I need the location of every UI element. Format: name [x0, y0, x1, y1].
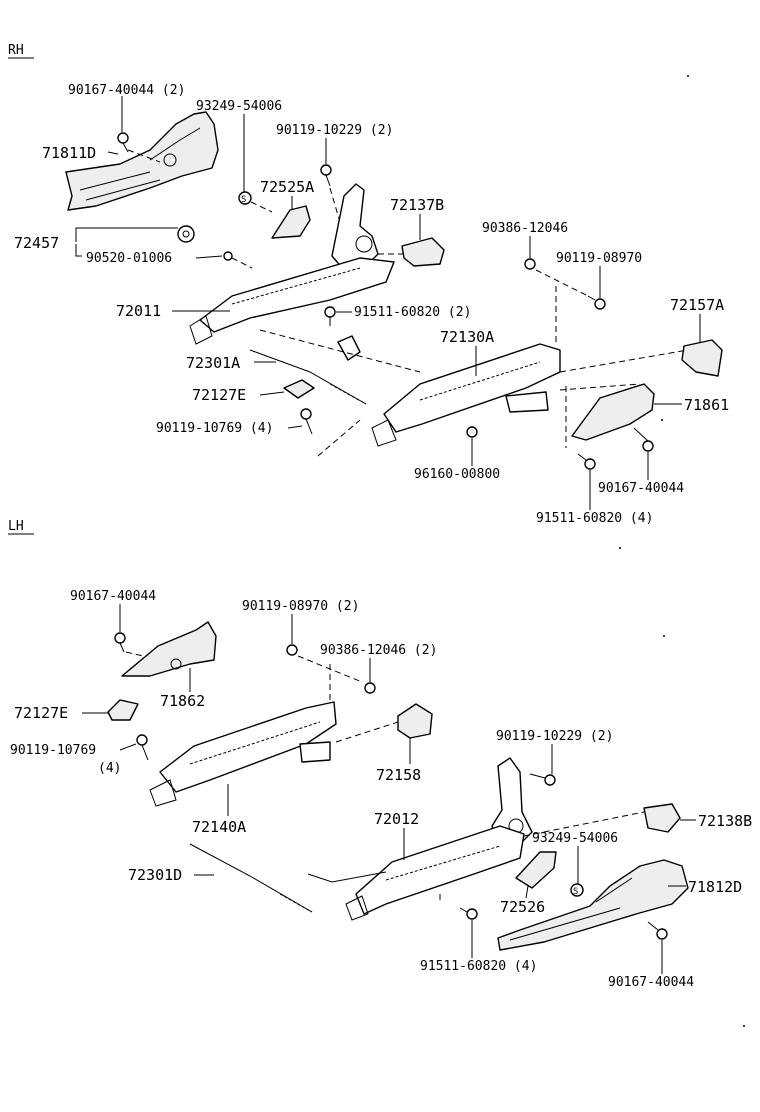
label-rh-72525a: 72525A — [260, 178, 314, 196]
part-71811d-cover — [65, 111, 219, 211]
label-rh-72301a: 72301A — [186, 354, 240, 372]
part-71812d-cover — [497, 859, 689, 951]
bolt-90167-40044-lh-lower — [647, 921, 668, 940]
label-rh-91511-60820-4: 91511-60820 (4) — [536, 511, 653, 526]
label-rh-72157a: 72157A — [670, 296, 724, 314]
part-71862-cover — [121, 621, 217, 677]
label-rh-90119-08970: 90119-08970 — [556, 251, 642, 266]
label-lh-72127e: 72127E — [14, 704, 68, 722]
part-72138b-cap — [643, 803, 681, 833]
label-rh-72127e: 72127E — [192, 386, 246, 404]
part-71861-cover — [571, 383, 655, 441]
bolt-90119-10229-rh — [320, 164, 332, 187]
label-rh-90167-40044: 90167-40044 (2) — [68, 83, 185, 98]
svg-text:S: S — [573, 887, 578, 897]
bolt-90119-08970-rh — [587, 295, 606, 310]
label-lh-91511-60820: 91511-60820 (4) — [420, 959, 537, 974]
bolt-90167-40044-rh — [117, 132, 129, 153]
svg-text:S: S — [241, 195, 246, 205]
part-72525a-lever — [271, 205, 311, 239]
label-rh-72137b: 72137B — [390, 196, 444, 214]
label-lh-90119-08970: 90119-08970 (2) — [242, 599, 359, 614]
label-lh-90167-40044: 90167-40044 — [70, 589, 156, 604]
clip-90520-01006 — [223, 251, 233, 261]
label-rh-72130a: 72130A — [440, 328, 494, 346]
bolt-91511-60820-rh-lower — [577, 453, 596, 470]
label-lh-90167-40044-lower: 90167-40044 — [608, 975, 694, 990]
part-72130a-track — [371, 343, 561, 447]
nut-90386-12046-lh — [364, 682, 376, 694]
label-rh-71861: 71861 — [684, 396, 729, 414]
part-72127e-lh — [107, 699, 139, 721]
section-header-lh: LH — [8, 519, 24, 534]
bolt-90167-40044-rh-lower — [633, 427, 654, 452]
label-rh-93249-54006: 93249-54006 — [196, 99, 282, 114]
part-72301a-wire — [249, 349, 367, 405]
washer-93249-54006-rh: S — [238, 191, 252, 205]
bolt-90119-08970-lh — [286, 644, 298, 656]
bolt-90119-10769-lh — [136, 734, 149, 761]
bolt-91511-60820-rh-upper — [324, 306, 336, 326]
part-72011-track — [189, 257, 395, 345]
label-lh-90386-12046: 90386-12046 (2) — [320, 643, 437, 658]
label-lh-71862: 71862 — [160, 692, 205, 710]
label-rh-72457: 72457 — [14, 234, 59, 252]
bolt-90119-10769-rh — [300, 408, 313, 435]
part-lock-bracket-rh — [337, 335, 361, 361]
part-recliner-bracket-rh — [331, 183, 379, 271]
label-rh-90520-01006: 90520-01006 — [86, 251, 172, 266]
label-rh-91511-60820-2: 91511-60820 (2) — [354, 305, 471, 320]
label-rh-96160-00800: 96160-00800 — [414, 467, 500, 482]
label-rh-90119-10769: 90119-10769 (4) — [156, 421, 273, 436]
label-lh-72140a: 72140A — [192, 818, 246, 836]
label-rh-90167-40044-single: 90167-40044 — [598, 481, 684, 496]
label-lh-72301d: 72301D — [128, 866, 182, 884]
part-72127e-rh — [283, 379, 315, 399]
part-72137b-cap — [401, 237, 445, 267]
part-72157a-cap — [681, 339, 723, 377]
part-recliner-bracket-lh — [491, 757, 533, 847]
part-72457-gear — [177, 225, 195, 243]
part-72526-lever — [515, 851, 557, 889]
part-72140a-track — [149, 701, 337, 807]
label-lh-72526: 72526 — [500, 898, 545, 916]
label-lh-72138b: 72138B — [698, 812, 752, 830]
label-lh-90119-10769: 90119-10769 — [10, 743, 96, 758]
label-lh-90119-10229: 90119-10229 (2) — [496, 729, 613, 744]
label-lh-72012: 72012 — [374, 810, 419, 828]
bolt-90167-40044-lh-upper — [114, 632, 126, 653]
label-rh-72011: 72011 — [116, 302, 161, 320]
section-header-rh: RH — [8, 43, 24, 58]
label-lh-93249-54006: 93249-54006 — [532, 831, 618, 846]
part-72301d-wire — [189, 843, 313, 913]
label-rh-90386-12046: 90386-12046 — [482, 221, 568, 236]
part-72158-cap — [397, 703, 433, 739]
washer-96160-00800 — [466, 426, 478, 438]
washer-93249-54006-lh: S — [570, 883, 584, 897]
nut-90386-12046-rh — [524, 258, 536, 270]
bolt-90119-10229-lh — [529, 773, 556, 786]
label-lh-72158: 72158 — [376, 766, 421, 784]
label-lh-71812d: 71812D — [688, 878, 742, 896]
bolt-91511-60820-lh — [459, 907, 478, 920]
label-rh-90119-10229: 90119-10229 (2) — [276, 123, 393, 138]
part-72012-track — [307, 825, 525, 921]
label-rh-71811d: 71811D — [42, 144, 96, 162]
label-lh-90119-10769-qty: (4) — [98, 761, 121, 776]
